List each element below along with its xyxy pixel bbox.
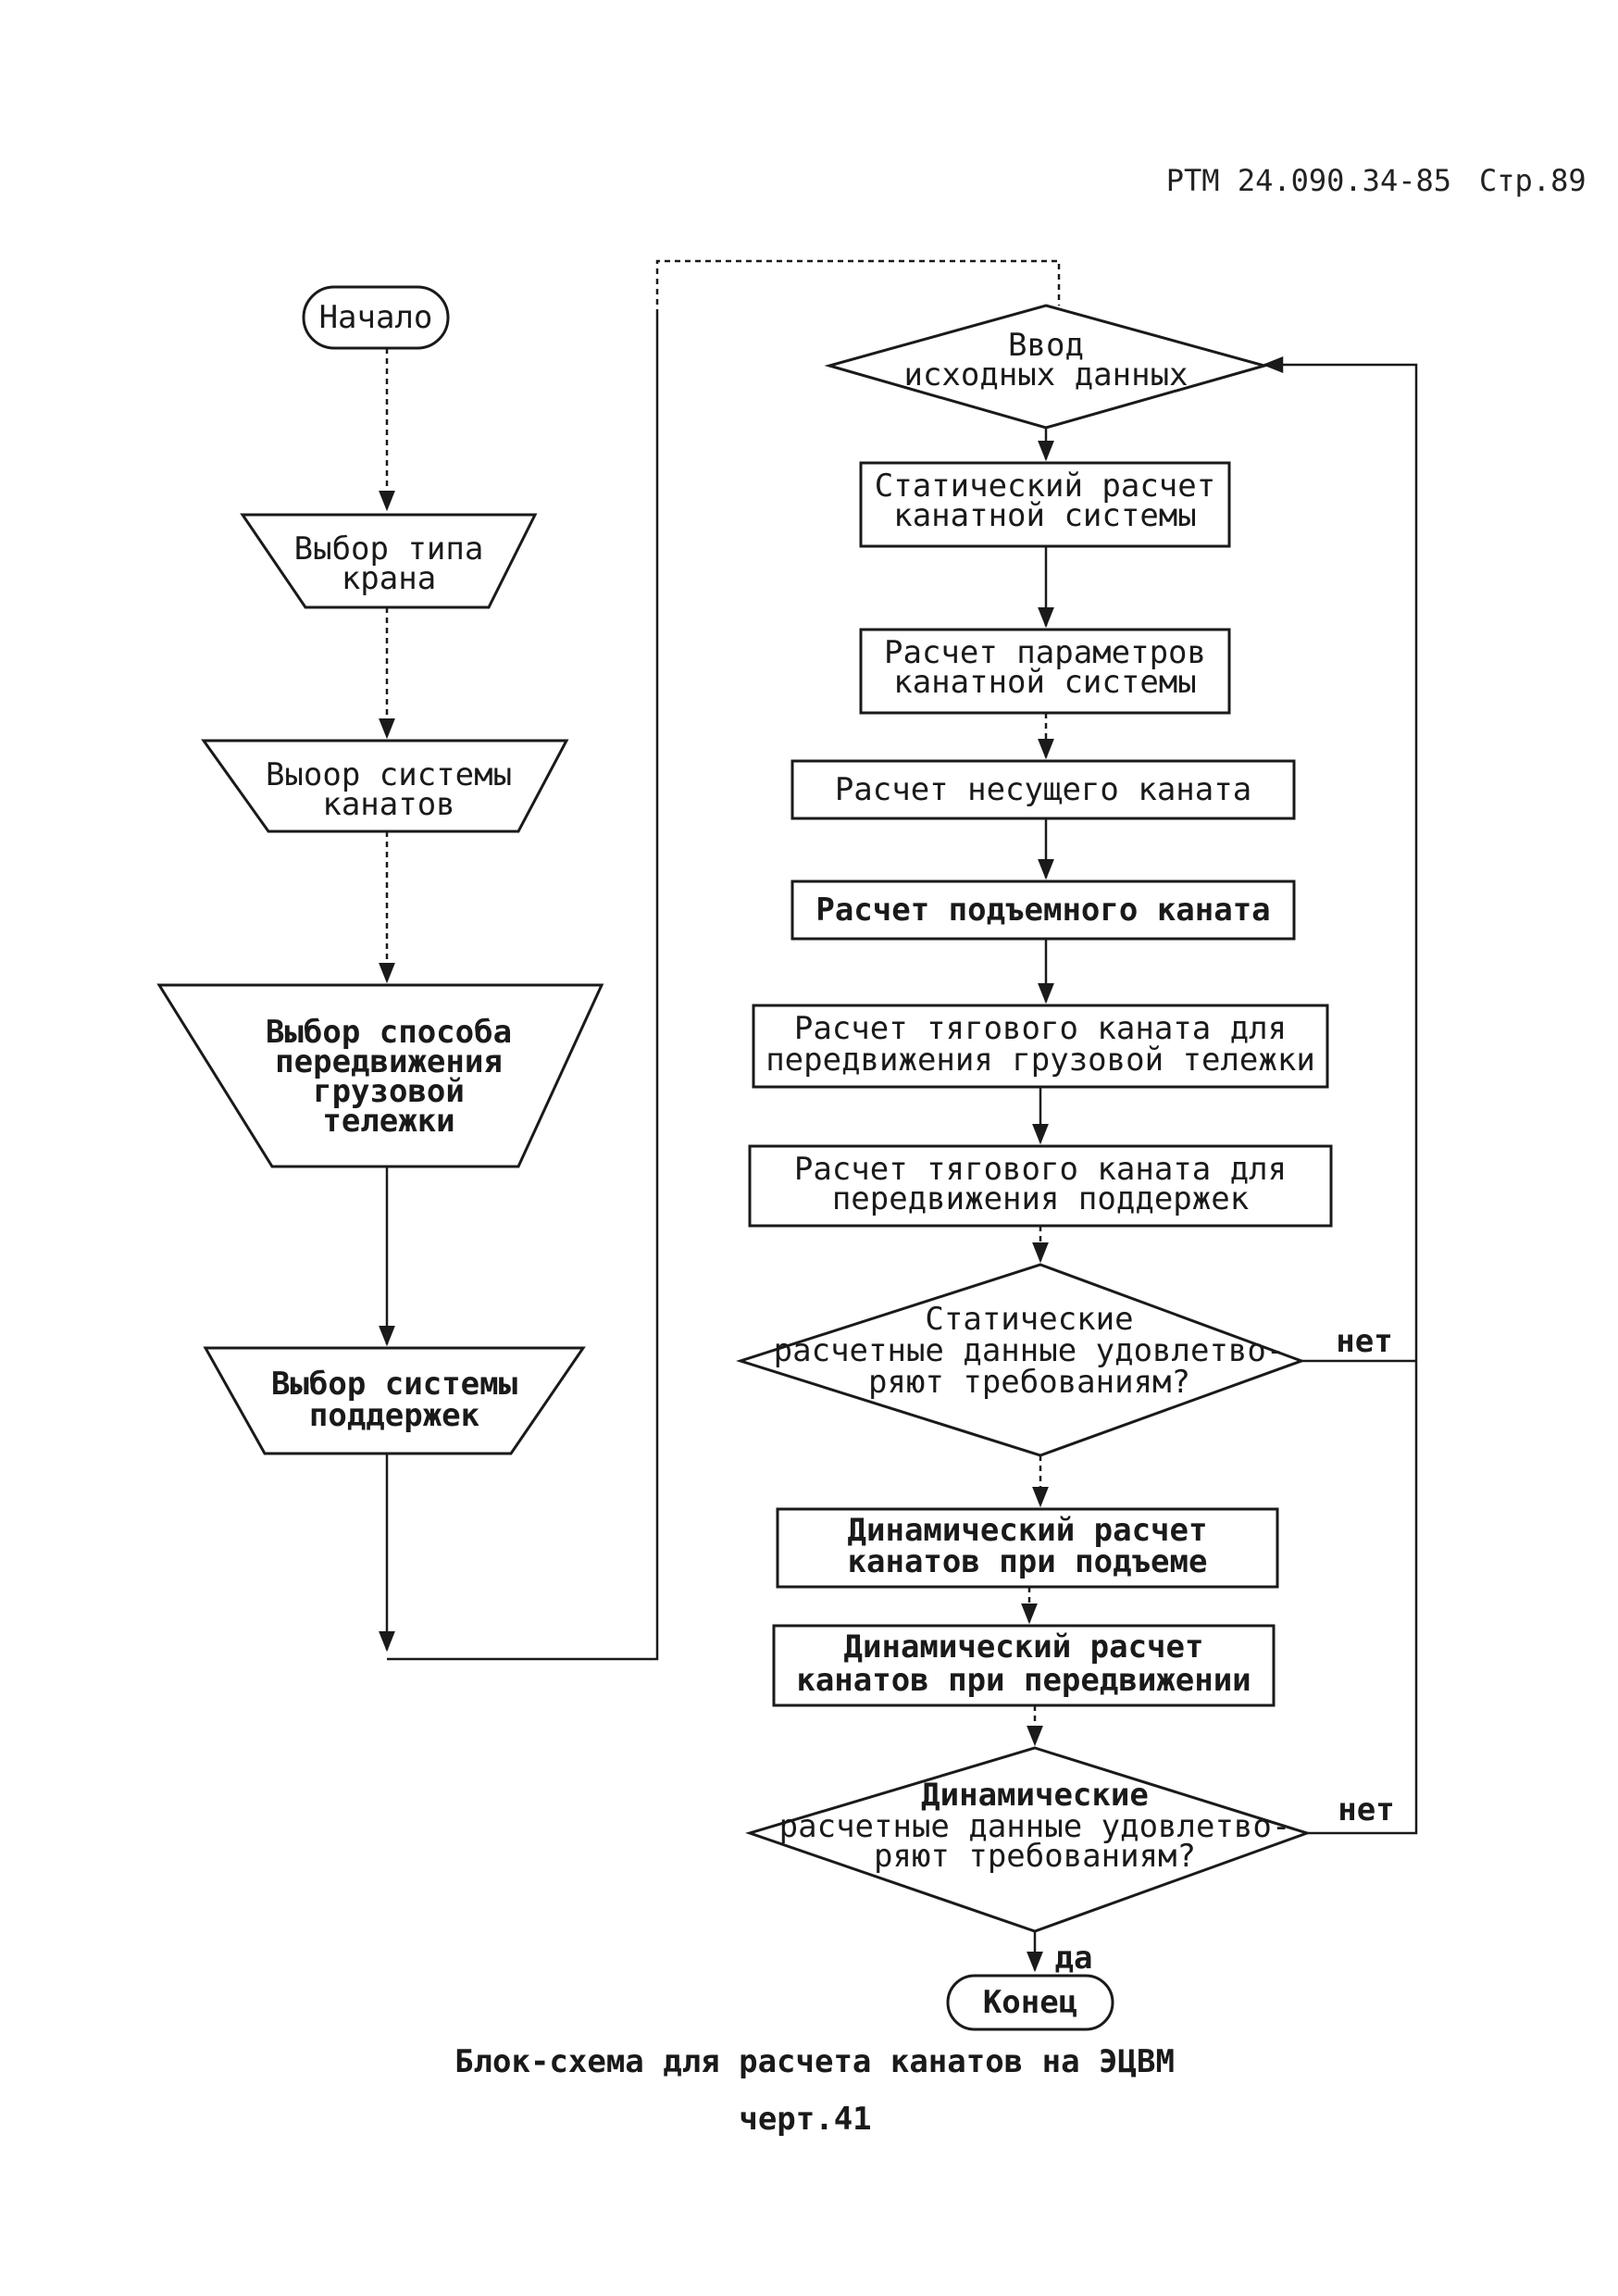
- connector-bottom-link: [387, 315, 659, 1661]
- rope-system-block: [201, 739, 569, 833]
- doc-reference: РТМ 24.090.34-85: [1166, 163, 1451, 198]
- start-label: Начало: [319, 299, 433, 336]
- crane-type-line2: крана: [342, 560, 436, 597]
- traction-supports-line1: Расчет тягового каната для: [794, 1151, 1287, 1188]
- rope-system-line2: канатов: [322, 786, 454, 823]
- hoisting-rope-label: Расчет подъемного каната: [815, 892, 1270, 929]
- trolley-method-line2: передвижения: [275, 1043, 503, 1080]
- trolley-method-line4: тележки: [322, 1103, 454, 1140]
- traction-trolley-line2: передвижения грузовой тележки: [765, 1042, 1315, 1079]
- dyn-lift-block: [776, 1507, 1279, 1589]
- dyn-lift-line2: канатов при подъеме: [848, 1543, 1208, 1580]
- support-system-line1: Выбор системы: [271, 1366, 517, 1403]
- dyn-move-line2: канатов при передвижении: [796, 1662, 1251, 1699]
- trolley-method-line1: Выбор способа: [266, 1014, 512, 1051]
- hoisting-rope-block: [790, 880, 1296, 941]
- params-calc-line2: канатной системы: [893, 664, 1197, 701]
- dyn-move-line1: Динамический расчет: [844, 1628, 1204, 1666]
- dyn-no-loop-back: [1262, 356, 1418, 1835]
- dyn-check-line2: расчетные данные удовлетво-: [779, 1808, 1291, 1845]
- dyn-lift-line1: Динамический расчет: [848, 1512, 1208, 1549]
- carrying-rope-label: Расчет несущего каната: [835, 771, 1251, 808]
- connector-top-link: [655, 259, 1061, 315]
- params-calc-block: [859, 628, 1231, 715]
- caption-title: Блок-схема для расчета канатов на ЭЦВМ: [454, 2043, 1175, 2080]
- static-check-line3: ряют требованиям?: [868, 1364, 1190, 1401]
- support-system-block: [203, 1346, 586, 1455]
- trolley-method-line3: грузовой: [313, 1073, 465, 1110]
- support-system-line2: поддержек: [309, 1397, 479, 1434]
- rope-system-line1: Выоор системы: [266, 756, 512, 793]
- end-label: Конец: [983, 1984, 1077, 2021]
- static-check-line1: Статические: [925, 1301, 1133, 1338]
- dyn-move-block: [772, 1624, 1276, 1707]
- traction-trolley-block: [752, 1004, 1329, 1089]
- trolley-method-block: [156, 983, 604, 1168]
- params-calc-line1: Расчет параметров: [884, 634, 1206, 671]
- static-calc-line2: канатной системы: [893, 497, 1197, 534]
- crane-type-line1: Выбор типа: [294, 530, 484, 568]
- page-number: Стр.89: [1479, 163, 1587, 198]
- dyn-no-label: нет: [1338, 1791, 1394, 1828]
- crane-type-block: [240, 513, 538, 609]
- static-check-line2: расчетные данные удовлетво-: [774, 1332, 1286, 1369]
- traction-supports-line2: передвижения поддержек: [832, 1180, 1249, 1217]
- carrying-rope-block: [790, 759, 1296, 820]
- dyn-check-line1: Динамические: [921, 1777, 1149, 1814]
- end-terminator: [946, 1974, 1114, 2031]
- caption-figure: черт.41: [739, 2101, 871, 2138]
- dyn-check-line3: ряют требованиям?: [874, 1838, 1196, 1875]
- input-line2: исходных данных: [903, 356, 1188, 393]
- yes-label: да: [1055, 1940, 1093, 1977]
- static-no-label: нет: [1336, 1323, 1392, 1360]
- traction-supports-block: [748, 1144, 1333, 1228]
- start-terminator: [302, 285, 450, 350]
- static-calc-line1: Статический расчет: [875, 468, 1215, 505]
- input-line1: Ввод: [1008, 327, 1084, 364]
- traction-trolley-line1: Расчет тягового каната для: [794, 1010, 1287, 1047]
